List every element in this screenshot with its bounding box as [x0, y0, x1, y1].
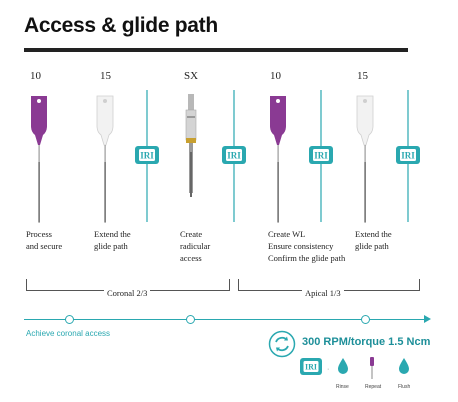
legend-separator-dot: · [327, 366, 330, 373]
svg-text:IRI: IRI [227, 151, 241, 161]
step-4-line-1: Create WL [268, 229, 306, 239]
irrigation-badge-1: IRI [135, 146, 159, 164]
step-1-line-1: Process [26, 229, 52, 239]
legend-rinse-label: Rinse [336, 384, 349, 390]
step-text-4: Create WL Ensure consistency Confirm the… [268, 228, 345, 264]
rotary-file-sx [185, 94, 197, 197]
step-3-line-2: radicular [180, 241, 211, 251]
step-2-line-1: Extend the [94, 229, 131, 239]
timeline-line [24, 319, 428, 320]
legend-flush-label: Flush [398, 384, 411, 390]
hand-file-15-white [96, 95, 114, 223]
apical-phase-label: Apical 1/3 [302, 288, 344, 298]
svg-text:IRI: IRI [140, 151, 154, 161]
file-size-label-2: 15 [100, 70, 111, 82]
step-3-line-3: access [180, 253, 202, 263]
speed-torque-text: 300 RPM/torque 1.5 Ncm [302, 336, 431, 348]
timeline-node-2 [186, 315, 195, 324]
step-5-line-1: Extend the [355, 229, 392, 239]
file-size-label-3: SX [184, 70, 199, 82]
step-text-5: Extend the glide path [355, 228, 392, 252]
step-5-line-2: glide path [355, 241, 389, 251]
timeline-node-3 [361, 315, 370, 324]
coronal-phase-label: Coronal 2/3 [104, 288, 151, 298]
hand-file-10-purple-second [270, 96, 286, 223]
step-2-line-2: glide path [94, 241, 128, 251]
svg-text:IRI: IRI [314, 151, 328, 161]
rinse-drop-icon [338, 358, 348, 374]
step-4-line-3: Confirm the glide path [268, 253, 346, 263]
repeat-file-icon [370, 357, 374, 379]
step-1-line-2: and secure [26, 241, 63, 251]
legend-repeat-label: Repeat [365, 384, 382, 390]
legend-iri-badge-icon: IRI [300, 358, 322, 375]
step-text-1: Process and secure [26, 228, 62, 252]
file-size-label-1: 10 [30, 70, 41, 82]
achieve-coronal-access-label: Achieve coronal access [26, 329, 111, 338]
flush-drop-icon [399, 358, 409, 374]
title-rule [24, 48, 408, 52]
file-size-label-5: 15 [357, 70, 368, 82]
svg-text:IRI: IRI [401, 151, 415, 161]
timeline-node-1 [65, 315, 74, 324]
page-title: Access & glide path [24, 14, 218, 37]
timeline-arrow [424, 315, 431, 323]
hand-file-15-white-second [356, 95, 374, 223]
hand-file-10-purple [31, 96, 47, 223]
instrument-sequence: IRI IRI IRI IRI [31, 90, 420, 223]
irrigation-badge-2: IRI [222, 146, 246, 164]
svg-text:IRI: IRI [305, 363, 317, 372]
step-4-line-2: Ensure consistency [268, 241, 334, 251]
irrigation-badge-4: IRI [396, 146, 420, 164]
step-text-3: Create radicular access [180, 228, 210, 264]
file-size-label-4: 10 [270, 70, 281, 82]
irrigation-badge-3: IRI [309, 146, 333, 164]
step-3-line-1: Create [180, 229, 203, 239]
step-text-2: Extend the glide path [94, 228, 131, 252]
rotation-icon [268, 330, 296, 358]
